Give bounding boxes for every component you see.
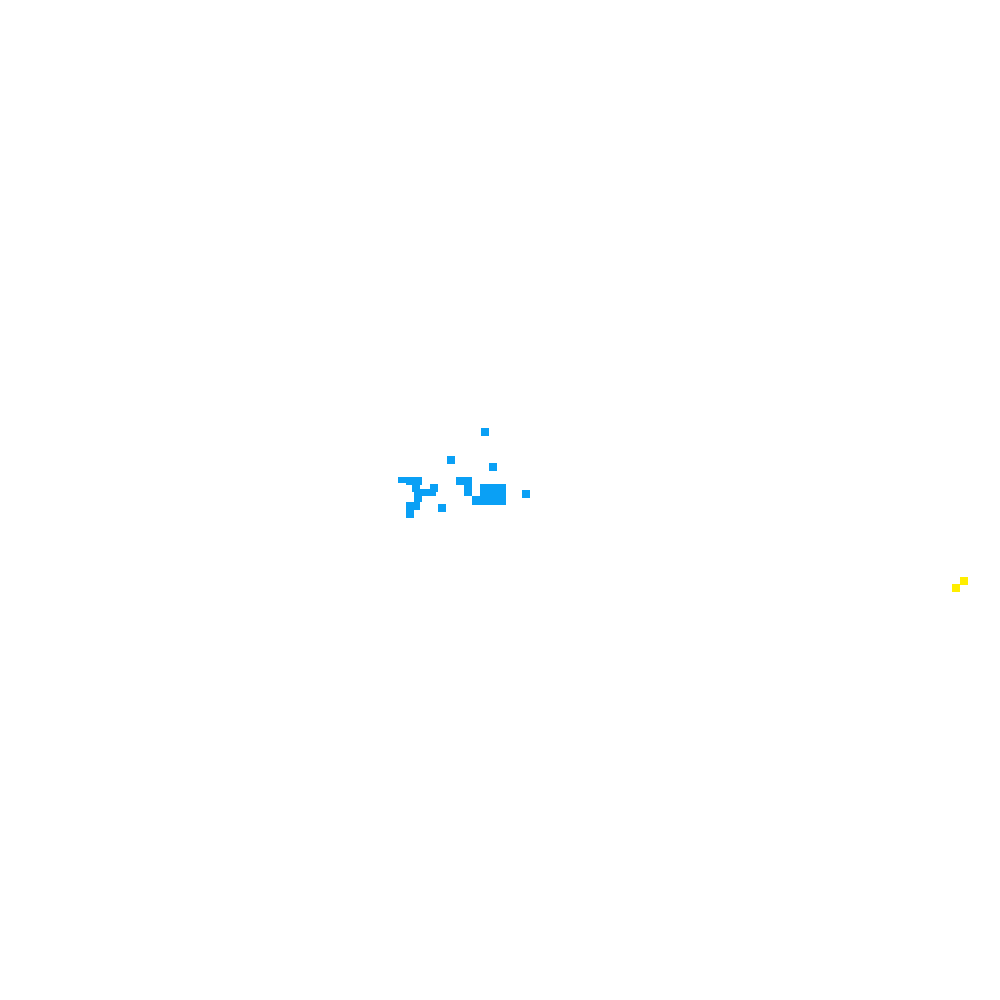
blue-pixel-block	[430, 484, 438, 492]
blue-pixel-block	[412, 484, 420, 492]
blue-pixel-block	[480, 484, 506, 505]
yellow-pixel-fragment	[952, 577, 968, 592]
blue-pixel-block	[406, 477, 422, 485]
blue-pixel-block	[438, 504, 446, 512]
blue-pixel-block	[406, 510, 414, 518]
blue-pixel-block	[456, 477, 472, 485]
yellow-pixel-block	[960, 577, 968, 585]
blue-pixel-block	[522, 490, 530, 498]
blue-pixel-block	[447, 456, 455, 464]
blue-pixel-block	[420, 489, 436, 496]
blue-pixel-block	[464, 484, 472, 496]
blue-pixel-block	[406, 502, 420, 510]
blue-pixel-cluster	[398, 428, 530, 518]
yellow-pixel-block	[952, 584, 960, 592]
blue-pixel-block	[414, 492, 422, 502]
blue-pixel-block	[481, 428, 489, 436]
blue-pixel-block	[489, 463, 497, 471]
